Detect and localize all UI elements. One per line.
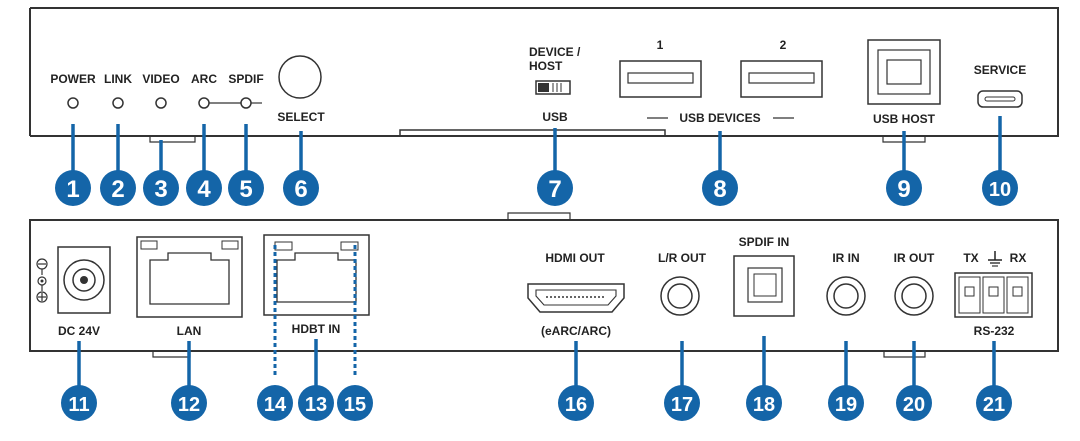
callout-11-text: 11 <box>68 394 89 416</box>
rs232-label: RS-232 <box>974 324 1015 338</box>
callout-17-text: 17 <box>671 394 693 416</box>
led-label-video: VIDEO <box>142 72 179 86</box>
led-label-link: LINK <box>104 72 132 86</box>
callout-14 <box>257 385 293 421</box>
power-led <box>67 97 79 109</box>
callout-21 <box>976 385 1012 421</box>
callout-3 <box>143 170 179 206</box>
callout-16 <box>558 385 594 421</box>
callout-leaders <box>71 116 1002 387</box>
callout-13 <box>298 385 334 421</box>
link-led <box>112 97 124 109</box>
callout-13-text: 13 <box>305 394 327 416</box>
usb-device-2-number: 2 <box>780 38 787 52</box>
led-label-arc: ARC <box>191 72 217 86</box>
callout-20-text: 20 <box>903 394 925 416</box>
callout-19 <box>828 385 864 421</box>
lan-label: LAN <box>177 324 202 338</box>
ground-icon <box>988 251 1002 267</box>
select-label: SELECT <box>277 110 325 124</box>
callout-9 <box>886 170 922 206</box>
callout-9-text: 9 <box>897 176 910 203</box>
callout-19-text: 19 <box>835 394 857 416</box>
callout-10 <box>982 170 1018 206</box>
callout-16-text: 16 <box>565 394 587 416</box>
hdbt-label: HDBT IN <box>292 322 341 336</box>
ir-out-label: IR OUT <box>894 251 935 265</box>
callout-8 <box>702 170 738 206</box>
callout-2 <box>100 170 136 206</box>
earc-label: (eARC/ARC) <box>541 324 611 338</box>
callout-1-text: 1 <box>66 176 79 203</box>
callout-5 <box>228 170 264 206</box>
usb-host-label: USB HOST <box>873 112 936 126</box>
rx-label: RX <box>1010 251 1027 265</box>
callout-14-text: 14 <box>264 394 287 416</box>
spdif-led <box>240 97 252 109</box>
device-host-label-line2: HOST <box>529 59 563 73</box>
callout-21-text: 21 <box>983 394 1005 416</box>
callout-18-text: 18 <box>753 394 775 416</box>
front-panel-ledge <box>399 129 666 136</box>
service-label: SERVICE <box>974 63 1026 77</box>
usb-devices-label: USB DEVICES <box>679 111 760 125</box>
usb-mode-label: USB <box>542 110 568 124</box>
callouts-front: 1 2 3 4 5 6 7 8 9 10 <box>55 170 1018 206</box>
callout-4-text: 4 <box>197 176 211 203</box>
arc-led <box>198 97 210 109</box>
callout-6 <box>283 170 319 206</box>
rear-panel-body <box>29 219 1059 352</box>
front-panel: POWER LINK VIDEO ARC SPDIF SELECT DEVICE… <box>29 7 1059 143</box>
device-host-label-line1: DEVICE / <box>529 45 581 59</box>
callout-17 <box>664 385 700 421</box>
callout-15 <box>337 385 373 421</box>
callout-2-text: 2 <box>111 176 124 203</box>
dc-label: DC 24V <box>58 324 100 338</box>
callout-7 <box>537 170 573 206</box>
callouts-rear: 11 12 14 13 15 16 17 18 19 20 21 <box>61 385 1012 421</box>
hdmi-out-label: HDMI OUT <box>545 251 605 265</box>
tx-label: TX <box>963 251 978 265</box>
callout-3-text: 3 <box>154 176 167 203</box>
select-button[interactable] <box>278 55 322 99</box>
ir-in-label: IR IN <box>832 251 859 265</box>
led-label-spdif: SPDIF <box>228 72 263 86</box>
callout-8-text: 8 <box>713 176 726 203</box>
callout-12-text: 12 <box>178 394 200 416</box>
spdif-in-label: SPDIF IN <box>739 235 790 249</box>
callout-11 <box>61 385 97 421</box>
front-panel-body <box>30 7 1059 137</box>
callout-1 <box>55 170 91 206</box>
lr-out-label: L/R OUT <box>658 251 707 265</box>
callout-4 <box>186 170 222 206</box>
callout-20 <box>896 385 932 421</box>
callout-6-text: 6 <box>294 176 307 203</box>
polarity-symbol <box>36 258 48 303</box>
callout-5-text: 5 <box>239 176 252 203</box>
led-label-power: POWER <box>50 72 96 86</box>
callout-15-text: 15 <box>344 394 366 416</box>
callout-12 <box>171 385 207 421</box>
usb-device-1-number: 1 <box>657 38 664 52</box>
callout-10-text: 10 <box>989 179 1011 201</box>
rear-panel: DC 24V LAN HDBT IN HDMI OUT (eARC/ARC) L… <box>29 212 1059 376</box>
callout-18 <box>746 385 782 421</box>
callout-7-text: 7 <box>548 176 561 203</box>
video-led <box>155 97 167 109</box>
